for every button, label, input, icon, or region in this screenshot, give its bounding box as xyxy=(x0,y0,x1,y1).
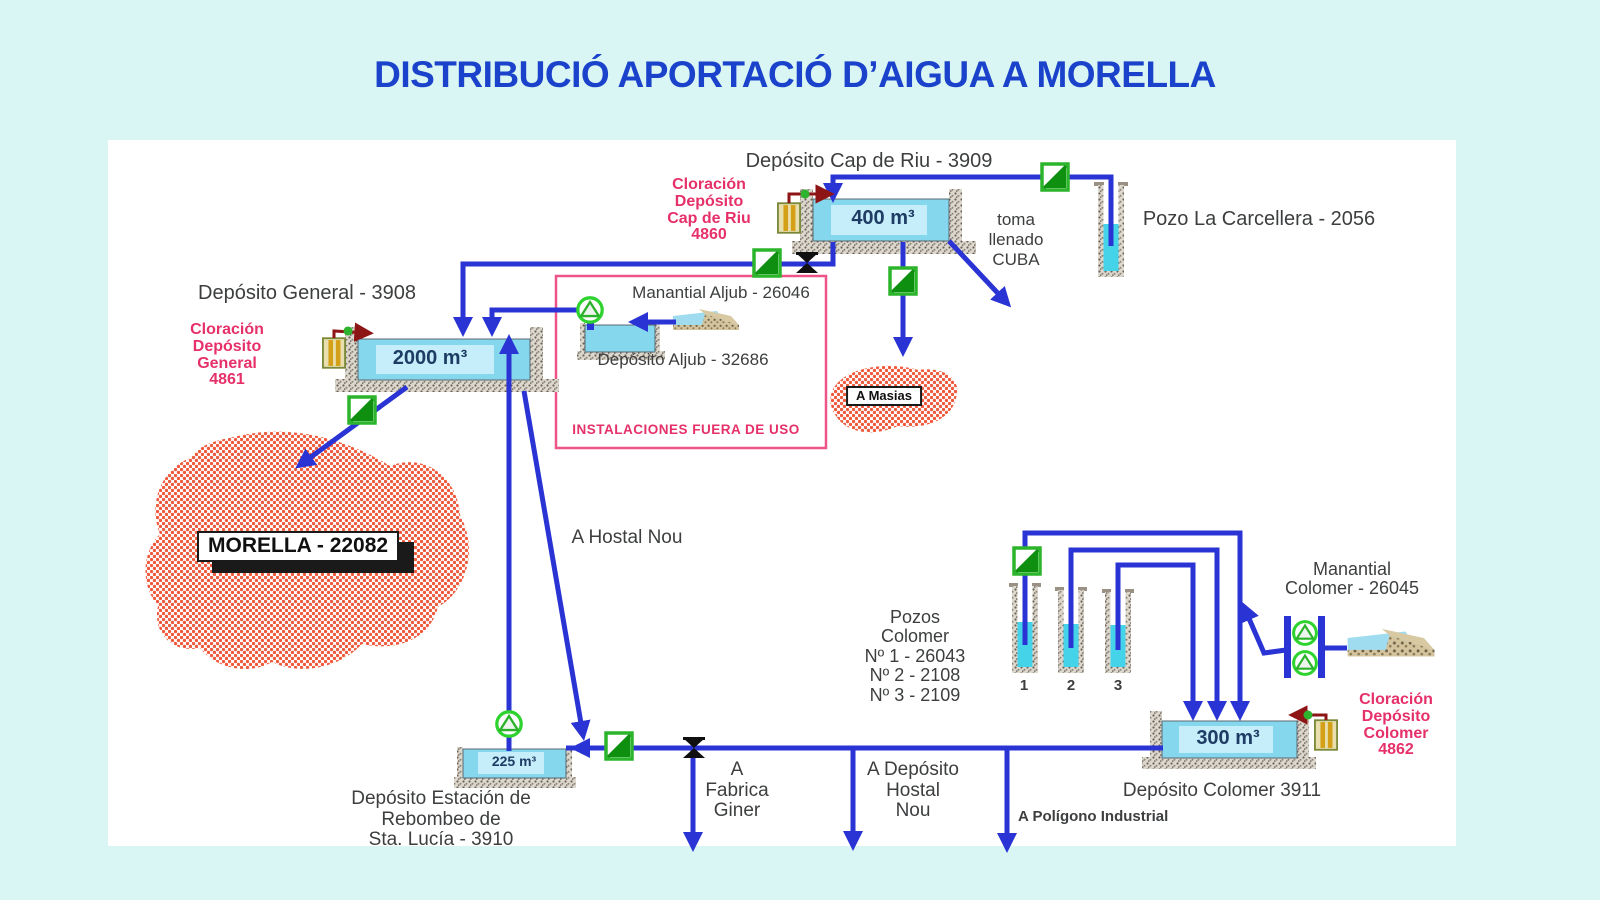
valve-icon-well1-line xyxy=(1012,546,1042,576)
page-title: DISTRIBUCIÓ APORTACIÓ D’AIGUA A MORELLA xyxy=(374,54,1216,95)
tank-cap-de-riu xyxy=(792,189,976,254)
tank-sta-lucia xyxy=(454,747,576,788)
label-a-deposito-hostal-nou: A Depósito Hostal Nou xyxy=(867,759,959,822)
pump-icon-sta-lucia xyxy=(495,710,523,738)
label-cloracion-general: Cloración Depósito General 4861 xyxy=(190,321,264,389)
label-deposito-cap-de-riu: Depósito Cap de Riu - 3909 xyxy=(745,150,993,172)
chlorinator-cap-de-riu xyxy=(777,184,835,234)
tank-general xyxy=(335,327,559,392)
tank-sta-lucia-capacity: 225 m³ xyxy=(491,753,537,769)
well-3-number: 3 xyxy=(1113,677,1123,694)
pipe-well2-to-colomer xyxy=(1068,547,1227,721)
tank-general-capacity: 2000 m³ xyxy=(392,347,468,369)
label-toma-llenado-cuba: toma llenado CUBA xyxy=(988,210,1044,270)
label-pozos-colomer: Pozos Colomer Nº 1 - 26043 Nº 2 - 2108 N… xyxy=(864,607,966,705)
tank-cap-de-riu-capacity: 400 m³ xyxy=(851,207,915,229)
valve-icon-capderiu-line xyxy=(752,248,782,278)
pump-bar-right xyxy=(1318,616,1325,678)
pipe-capderiu-to-cuba xyxy=(947,239,1012,308)
pipe-capderiu-to-general xyxy=(453,242,836,337)
label-a-poligono-industrial: A Polígono Industrial xyxy=(1018,808,1169,825)
label-a-fabrica-giner: A Fabrica Giner xyxy=(705,759,769,822)
label-manantial-colomer: Manantial Colomer - 26045 xyxy=(1284,559,1420,599)
label-pozo-carcellera: Pozo La Carcellera - 2056 xyxy=(1142,208,1376,230)
out-of-use-box xyxy=(554,274,828,450)
pipe-springpump-to-colomer xyxy=(1240,601,1287,656)
masias-area-label: A Masias xyxy=(846,386,922,407)
well-2-number: 2 xyxy=(1066,677,1076,694)
valve-icon-morella-line xyxy=(347,395,377,425)
morella-area-label: MORELLA - 22082 xyxy=(197,531,400,562)
pipe-well1-to-colomer xyxy=(1022,530,1250,721)
tank-colomer-capacity: 300 m³ xyxy=(1196,727,1260,749)
pipe-network xyxy=(295,174,1347,853)
label-cloracion-cap-de-riu: Cloración Depósito Cap de Riu 4860 xyxy=(667,176,751,244)
label-deposito-aljub: Depósito Aljub - 32686 xyxy=(597,350,769,369)
pipe-aljubpump-to-general xyxy=(482,307,578,337)
pump-icon-aljub xyxy=(576,296,604,324)
label-manantial-aljub: Manantial Aljub - 26046 xyxy=(632,283,810,302)
valve-icon-distribution-line xyxy=(604,731,634,761)
chlorinator-colomer xyxy=(1288,705,1338,751)
spring-colomer-icon xyxy=(1347,628,1435,657)
chlorinator-general xyxy=(322,322,374,369)
label-a-hostal-nou: A Hostal Nou xyxy=(571,527,683,548)
valve-icon-masias-line xyxy=(888,266,918,296)
label-cloracion-colomer: Cloración Depósito Colomer 4862 xyxy=(1359,691,1433,759)
well-1-number: 1 xyxy=(1019,677,1029,694)
label-deposito-general: Depósito General - 3908 xyxy=(198,282,416,304)
label-instalaciones-fuera-de-uso: INSTALACIONES FUERA DE USO xyxy=(572,422,800,437)
pump-icon-colomer-1 xyxy=(1292,620,1318,646)
pipe-general-to-distribution xyxy=(521,390,591,741)
pump-icon-colomer-2 xyxy=(1292,650,1318,676)
label-deposito-colomer: Depósito Colomer 3911 xyxy=(1122,780,1322,801)
spring-aljub-icon xyxy=(673,309,739,330)
pipe-general-to-morella xyxy=(295,384,409,469)
tank-colomer xyxy=(1142,711,1316,769)
valve-icon-carcellera-line xyxy=(1040,162,1070,192)
pump-bar-left xyxy=(1284,616,1291,678)
label-deposito-sta-lucia: Depósito Estación de Rebombeo de Sta. Lu… xyxy=(351,788,531,851)
pipe-well3-to-colomer xyxy=(1115,562,1203,721)
